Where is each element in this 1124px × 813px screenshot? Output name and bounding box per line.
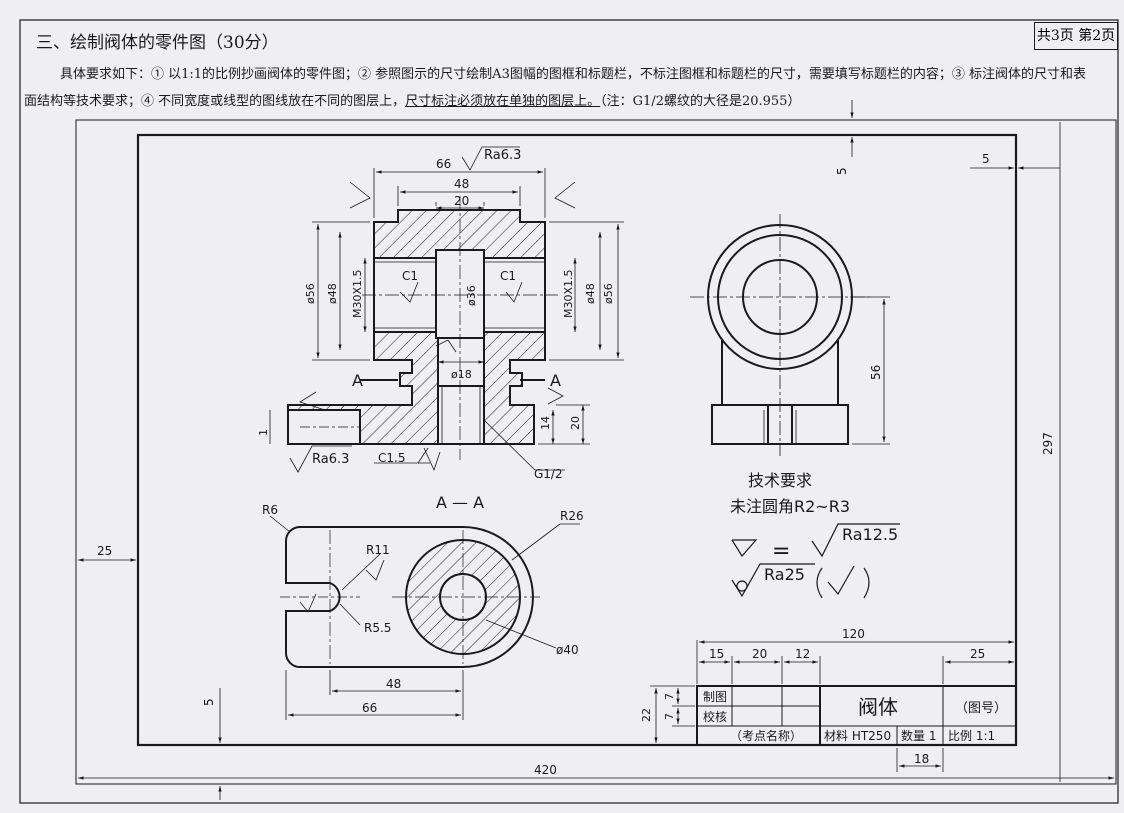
dim-120: 120 bbox=[842, 627, 865, 641]
tb-part-name: 阀体 bbox=[858, 695, 898, 719]
dim-phi40: ø40 bbox=[556, 643, 579, 657]
radius-r26: R26 bbox=[560, 509, 584, 523]
drawing-frame bbox=[136, 133, 1018, 747]
requirement-line-1: 具体要求如下：① 以1:1的比例抄画阀体的零件图；② 参照图示的尺寸绘制A3图幅… bbox=[60, 67, 1086, 82]
dim-48-top: 48 bbox=[386, 677, 401, 691]
dim-20: 20 bbox=[454, 194, 469, 208]
tb-drawing-no: （图号） bbox=[955, 701, 1007, 716]
dim-25-left: 25 bbox=[97, 544, 112, 558]
section-label: A — A bbox=[436, 493, 484, 512]
chamfer-c1-right: C1 bbox=[500, 269, 516, 283]
section-view bbox=[287, 196, 558, 460]
dim-15: 15 bbox=[709, 647, 724, 661]
requirement-line-2-c: （注：G1/2螺纹的大径是20.955） bbox=[600, 94, 801, 109]
dim-5-bottom: 5 bbox=[202, 698, 216, 706]
radius-r11: R11 bbox=[366, 543, 390, 557]
thread-g12: G1/2 bbox=[534, 467, 563, 481]
section-dimensions bbox=[269, 146, 624, 473]
dim-12: 12 bbox=[795, 647, 810, 661]
tb-checked-label: 校核 bbox=[703, 709, 727, 724]
dim-7-b: 7 bbox=[663, 713, 676, 720]
dim-66: 66 bbox=[436, 157, 451, 171]
side-view-centerlines bbox=[690, 214, 890, 456]
dim-5-top: 5 bbox=[835, 167, 849, 175]
dim-1: 1 bbox=[257, 429, 270, 436]
tb-exam-name: （考点名称） bbox=[730, 728, 802, 743]
dim-7-a: 7 bbox=[663, 693, 676, 700]
top-view-dimensions bbox=[269, 515, 580, 720]
dim-56: 56 bbox=[869, 365, 883, 380]
page-border bbox=[19, 19, 1119, 804]
dim-22: 22 bbox=[640, 708, 653, 722]
requirement-line-2-a: 面结构等技术要求；④ 不同宽度或线型的图线放在不同的图层上， bbox=[24, 94, 406, 109]
dim-20-height: 20 bbox=[569, 416, 582, 430]
title-block bbox=[696, 685, 1017, 746]
requirement-line-2: 面结构等技术要求；④ 不同宽度或线型的图线放在不同的图层上，尺寸标注必须放在单独… bbox=[24, 90, 800, 109]
chamfer-c15: C1.5 bbox=[378, 451, 405, 465]
ra63-top: Ra6.3 bbox=[484, 148, 521, 163]
dim-48: 48 bbox=[454, 177, 469, 191]
requirement-line-2-underlined: 尺寸标注必须放在单独的图层上。 bbox=[405, 94, 601, 109]
tech-notes-symbols bbox=[731, 523, 900, 599]
question-title: 三、绘制阀体的零件图（30分） bbox=[36, 33, 279, 53]
dim-420: 420 bbox=[534, 763, 557, 777]
paper-outline bbox=[75, 119, 1117, 785]
dim-5-right: 5 bbox=[982, 152, 990, 166]
dim-m30-right: M30X1.5 bbox=[562, 269, 575, 318]
dim-66-top: 66 bbox=[362, 701, 377, 715]
dim-phi48-right: ø48 bbox=[584, 283, 597, 304]
tb-material: 材料 HT250 bbox=[824, 729, 891, 743]
tech-notes-fillet: 未注圆角R2~R3 bbox=[730, 497, 850, 516]
cut-a-left: A bbox=[352, 371, 363, 390]
tech-notes-equals: = bbox=[772, 539, 790, 564]
dim-297: 297 bbox=[1041, 432, 1055, 455]
dim-18: 18 bbox=[914, 752, 929, 766]
ra-125: Ra12.5 bbox=[842, 525, 898, 544]
dim-phi36: ø36 bbox=[465, 285, 478, 306]
tb-scale: 比例 1:1 bbox=[948, 729, 995, 743]
ra-25: Ra25 bbox=[764, 565, 805, 584]
dim-m30-left: M30X1.5 bbox=[351, 269, 364, 318]
top-view bbox=[280, 526, 540, 668]
radius-r55: R5.5 bbox=[364, 621, 391, 635]
dim-20-tb: 20 bbox=[752, 647, 767, 661]
dim-phi56-right: ø56 bbox=[602, 283, 615, 304]
tb-quantity: 数量 1 bbox=[901, 728, 936, 743]
frame-dimensions bbox=[78, 100, 1114, 800]
dim-phi48-left: ø48 bbox=[326, 283, 339, 304]
cut-a-right: A bbox=[550, 371, 561, 390]
dim-14: 14 bbox=[539, 416, 552, 430]
tech-notes-title: 技术要求 bbox=[748, 471, 812, 490]
chamfer-c1-left: C1 bbox=[402, 269, 418, 283]
radius-r6: R6 bbox=[262, 503, 278, 517]
dim-25-tb: 25 bbox=[970, 647, 985, 661]
tb-drawn-label: 制图 bbox=[703, 690, 727, 704]
title-block-dimensions bbox=[650, 640, 1017, 772]
dim-phi18: ø18 bbox=[451, 368, 472, 381]
dim-phi56-left: ø56 bbox=[304, 283, 317, 304]
ra63-bottom: Ra6.3 bbox=[312, 452, 349, 467]
